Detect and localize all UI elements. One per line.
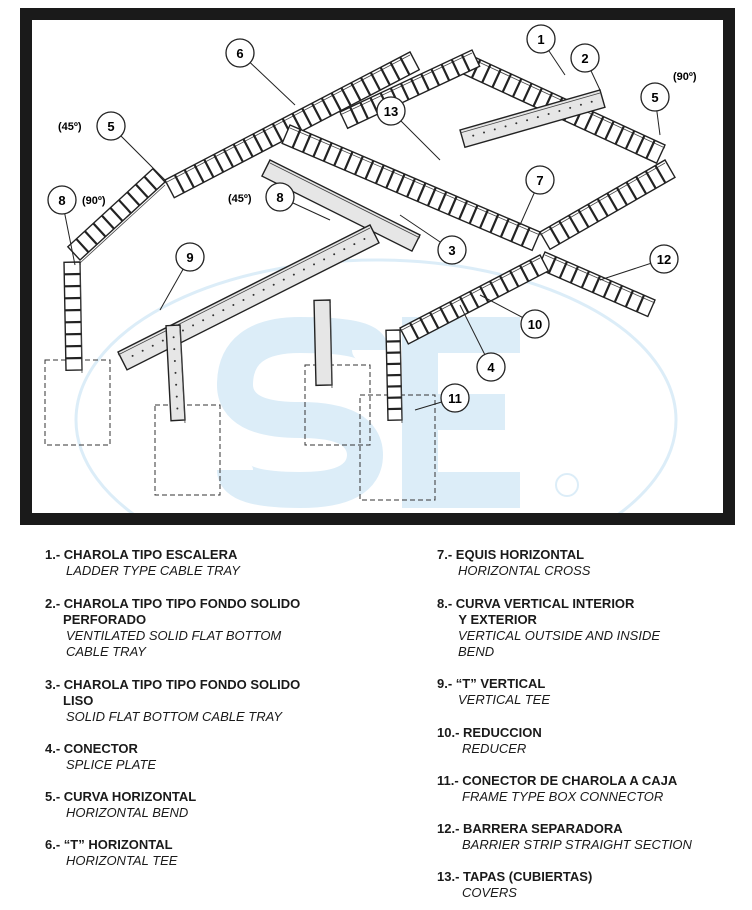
callout-number: 12	[657, 252, 671, 267]
logo-letter-s	[216, 316, 388, 509]
callout-13: 13	[376, 96, 441, 161]
callout-7: 7	[519, 165, 555, 226]
legend-item-english: LADDER TYPE CABLE TRAY	[66, 563, 240, 578]
ladder-tray	[63, 261, 83, 374]
callout-number: 3	[448, 243, 455, 258]
legend-item-spanish: 8.- CURVA VERTICAL INTERIOR Y EXTERIOR	[437, 596, 635, 627]
logo-registered-mark	[555, 473, 579, 497]
callout-6: 6	[225, 38, 296, 106]
solid-tray	[261, 159, 421, 253]
callout-3: 3	[399, 214, 467, 265]
callout-number: 2	[581, 51, 588, 66]
callout-2: 2	[570, 43, 601, 91]
junction-box	[154, 404, 221, 496]
legend-item-spanish: 6.- “T” HORIZONTAL	[45, 837, 173, 852]
ladder-tray	[164, 51, 421, 199]
ladder-tray	[66, 167, 166, 264]
callout-11: 11	[414, 383, 470, 413]
legend-item-english: VERTICAL OUTSIDE AND INSIDE BEND	[458, 628, 661, 659]
callout-number: 10	[528, 317, 542, 332]
legend-item-spanish: 7.- EQUIS HORIZONTAL	[437, 547, 585, 562]
callout-number: 9	[186, 250, 193, 265]
callout-5: 5	[96, 111, 166, 181]
junction-box	[304, 364, 371, 446]
watermark-logo	[74, 258, 678, 513]
legend-item-english: SOLID FLAT BOTTOM CABLE TRAY	[66, 709, 282, 724]
legend-item-english: REDUCER	[462, 741, 527, 756]
cable-trays	[63, 49, 676, 424]
perforated-tray	[459, 89, 606, 149]
callout-number: 6	[236, 46, 243, 61]
legend-item-english: VENTILATED SOLID FLAT BOTTOM CABLE TRAY	[66, 628, 282, 659]
callout-number: 7	[536, 173, 543, 188]
callout-10: 10	[479, 294, 550, 339]
callout-4: 4	[459, 304, 506, 382]
ladder-tray	[539, 159, 676, 251]
legend-item-spanish: 2.- CHAROLA TIPO TIPO FONDO SOLIDO PERFO…	[45, 596, 301, 627]
legend-item-spanish: 10.- REDUCCION	[437, 725, 542, 740]
perforated-tray	[165, 324, 186, 424]
legend-item-english: HORIZONTAL TEE	[66, 853, 178, 868]
logo-letter-e	[402, 317, 520, 508]
angle-label: (90º)	[82, 195, 106, 207]
callout-number: 5	[651, 90, 658, 105]
angle-label: (90º)	[673, 71, 697, 83]
callout-8: 8	[265, 182, 331, 221]
ladder-tray	[281, 124, 541, 252]
ladder-tray	[399, 254, 550, 345]
legend-item-spanish: 3.- CHAROLA TIPO TIPO FONDO SOLIDO LISO	[45, 677, 301, 708]
legend-item-spanish: 4.- CONECTOR	[45, 741, 138, 756]
callout-number: 13	[384, 104, 398, 119]
legend-item-english: VERTICAL TEE	[458, 692, 550, 707]
ladder-tray	[385, 329, 403, 424]
callout-5: 5	[640, 82, 670, 136]
callout-number: 4	[487, 360, 495, 375]
callout-number: 11	[448, 391, 462, 406]
ladder-tray	[339, 49, 481, 130]
legend-item-english: HORIZONTAL BEND	[66, 805, 189, 820]
solid-tray	[313, 299, 333, 389]
legend-item-english: COVERS	[462, 885, 517, 900]
legend-item-english: FRAME TYPE BOX CONNECTOR	[462, 789, 664, 804]
legend-item-spanish: 1.- CHAROLA TIPO ESCALERA	[45, 547, 238, 562]
junction-box	[359, 394, 436, 501]
callout-number: 8	[276, 190, 283, 205]
callout-12: 12	[599, 244, 679, 281]
ladder-tray	[536, 251, 656, 318]
callout-9: 9	[159, 242, 205, 311]
legend-item-spanish: 5.- CURVA HORIZONTAL	[45, 789, 197, 804]
callout-number: 8	[58, 193, 65, 208]
angle-label: (45º)	[228, 193, 252, 205]
callout-8: 8	[47, 185, 77, 266]
legend-item-spanish: 11.- CONECTOR DE CHAROLA A CAJA	[437, 773, 678, 788]
callout-number: 5	[107, 119, 114, 134]
legend-item-spanish: 13.- TAPAS (CUBIERTAS)	[437, 869, 593, 884]
angle-labels: (90º) (45º) (90º) (45º)	[58, 71, 697, 207]
callout-number: 1	[537, 32, 544, 47]
legend-item-spanish: 12.- BARRERA SEPARADORA	[437, 821, 623, 836]
legend-item: 2.- CHAROLA TIPO TIPO FONDO SOLIDO PERFO…	[45, 596, 300, 660]
legend-item-english: HORIZONTAL CROSS	[458, 563, 591, 578]
angle-label: (45º)	[58, 121, 82, 133]
legend-item-english: BARRIER STRIP STRAIGHT SECTION	[462, 837, 692, 852]
callout-1: 1	[526, 24, 566, 76]
legend-item-english: SPLICE PLATE	[66, 757, 157, 772]
legend-item: 13.- TAPAS (CUBIERTAS)COVERS	[437, 869, 592, 901]
legend-item-spanish: 9.- “T” VERTICAL	[437, 676, 546, 691]
